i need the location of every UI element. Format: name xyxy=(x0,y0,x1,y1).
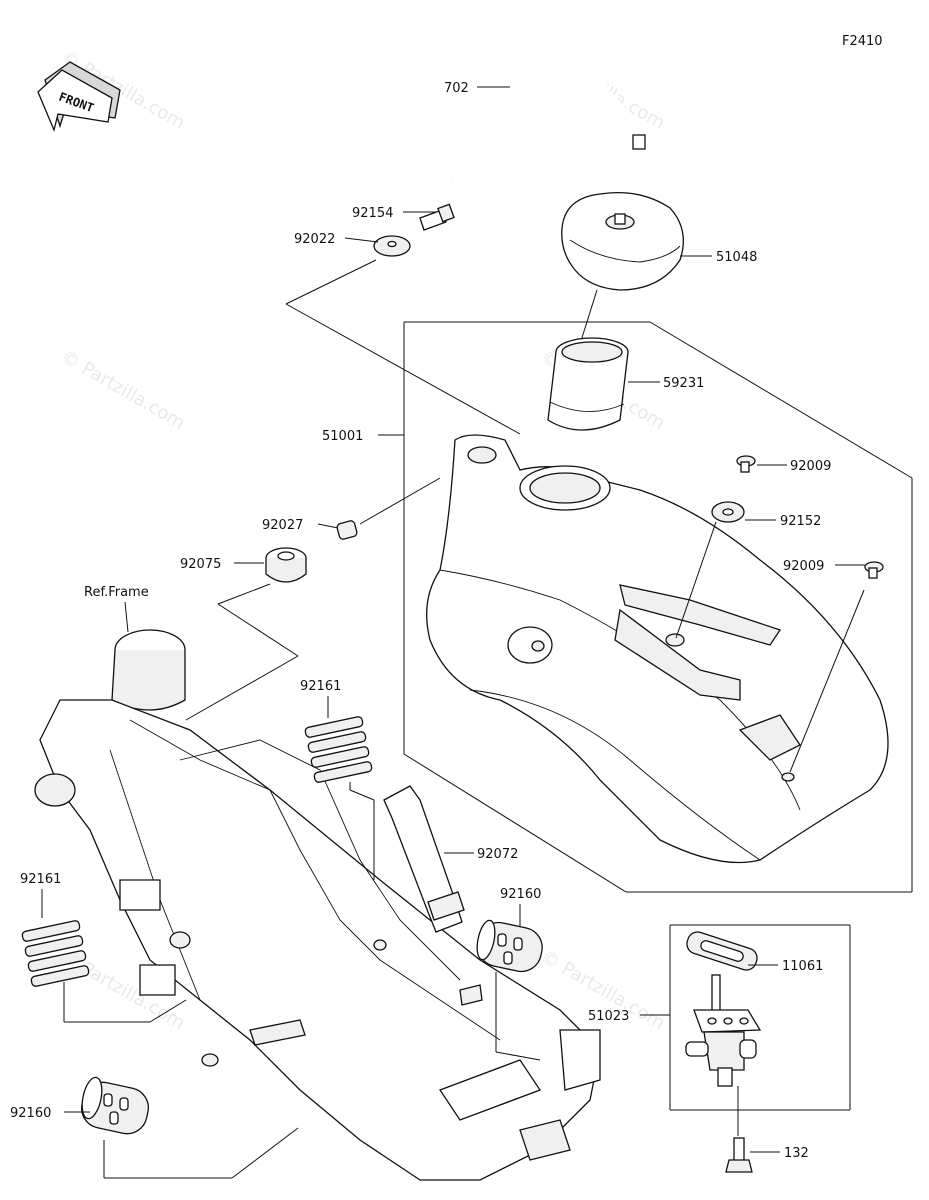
part-label-92161-left: 92161 xyxy=(20,872,61,887)
damper-92075 xyxy=(265,547,307,583)
part-label-51023: 51023 xyxy=(588,1009,629,1024)
screw-92009-top xyxy=(736,455,756,473)
part-label-11061: 11061 xyxy=(782,959,823,974)
bolt-132 xyxy=(725,1137,753,1173)
roller-92160-left xyxy=(81,1076,149,1135)
part-label-51048: 51048 xyxy=(716,250,757,265)
part-label-702: 702 xyxy=(444,81,469,96)
fuel-tap-51023 xyxy=(685,974,762,1087)
part-label-92075: 92075 xyxy=(180,557,221,572)
collar-92027 xyxy=(336,520,358,540)
part-label-92152: 92152 xyxy=(780,514,821,529)
part-label-59231: 59231 xyxy=(663,376,704,391)
fuel-cap-51048 xyxy=(561,191,684,291)
part-label-92072: 92072 xyxy=(477,847,518,862)
front-arrow: FRONT xyxy=(37,61,121,133)
grommet-92152 xyxy=(711,501,745,523)
part-label-132: 132 xyxy=(784,1146,809,1161)
ref-frame-label: Ref.Frame xyxy=(84,585,149,600)
frame xyxy=(34,629,601,1181)
filler-neck-59231 xyxy=(547,337,629,431)
fuel-tank-51001 xyxy=(426,434,889,864)
part-label-92027: 92027 xyxy=(262,518,303,533)
part-label-92160-right: 92160 xyxy=(500,887,541,902)
part-label-92161-top: 92161 xyxy=(300,679,341,694)
part-label-92160-left: 92160 xyxy=(10,1106,51,1121)
washer-92022 xyxy=(373,235,411,257)
part-label-92022: 92022 xyxy=(294,232,335,247)
gasket-11061 xyxy=(686,931,758,971)
part-label-92154: 92154 xyxy=(352,206,393,221)
part-label-92009-right: 92009 xyxy=(783,559,824,574)
screw-92009-right xyxy=(864,561,884,579)
diagram-code: F2410 xyxy=(842,34,883,49)
watermark-text: © Partzilla.com xyxy=(58,346,189,434)
breather-hose xyxy=(450,32,646,183)
rubber-92161-top xyxy=(304,716,373,783)
part-label-92009-top: 92009 xyxy=(790,459,831,474)
part-label-51001: 51001 xyxy=(322,429,363,444)
rubber-92161-left xyxy=(21,920,90,987)
bolt-92154 xyxy=(419,203,455,231)
fuel-tap-group-outline xyxy=(669,924,851,1111)
tank-group-outline xyxy=(403,289,913,893)
band-92072 xyxy=(383,785,465,933)
roller-92160-right xyxy=(476,919,543,973)
